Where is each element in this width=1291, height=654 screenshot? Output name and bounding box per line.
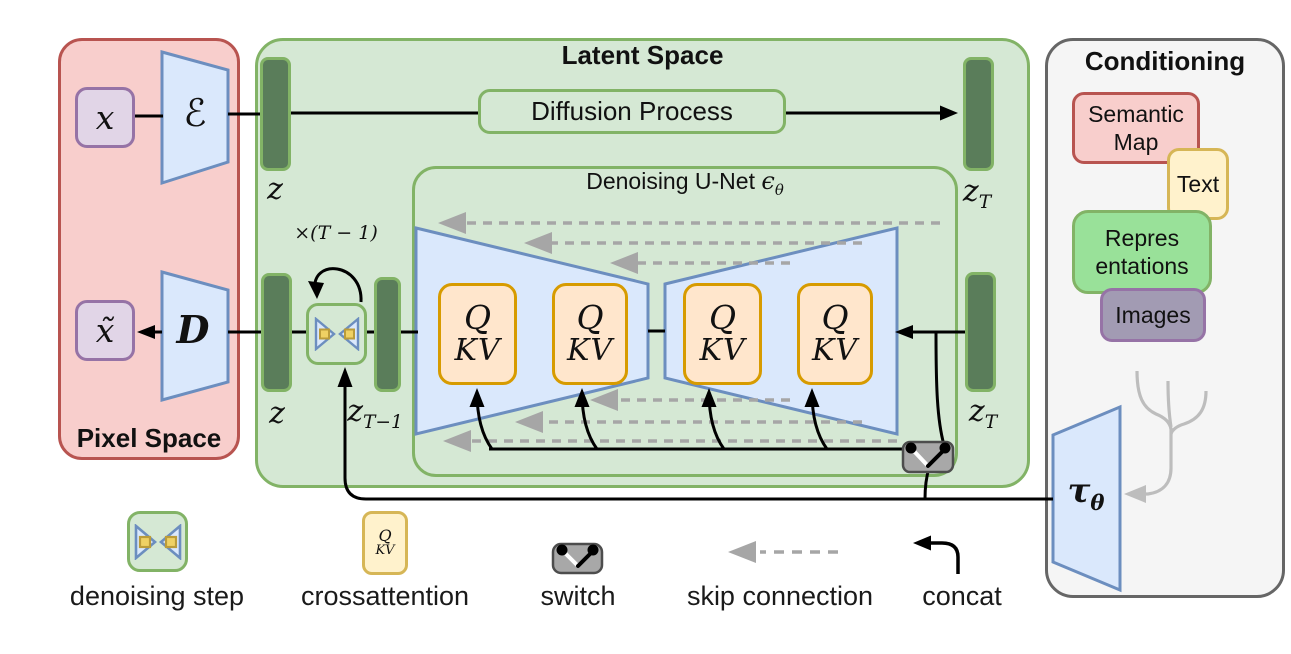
zT-bar-top — [963, 57, 994, 171]
zT-right-label: zT — [968, 394, 998, 433]
legend-switch-icon — [551, 542, 604, 575]
zT-top-label: zT — [962, 174, 992, 213]
decoder-label: D — [176, 307, 210, 352]
latent-space-title: Latent Space — [561, 40, 724, 70]
legend-denoising-step-label: denoising step — [69, 581, 245, 611]
kv-label: KV — [566, 333, 614, 368]
conditioning-title: Conditioning — [1084, 46, 1246, 76]
denoising-step-bowtie-icon — [314, 317, 359, 351]
x-tilde-label: x̃ — [95, 311, 115, 350]
legend-skip-connection-icon — [728, 541, 838, 563]
loop-count-label: ×(T − 1) — [294, 222, 378, 244]
conditioning-tag-text: Text — [1167, 148, 1229, 220]
legend-concat-label: concat — [922, 581, 1002, 611]
q-label: Q — [576, 298, 604, 337]
kv-label: KV — [699, 333, 746, 368]
q-label: Q — [463, 298, 492, 337]
z-bar-bottom — [261, 273, 292, 392]
z-top-label: z — [267, 172, 283, 207]
denoising-step-box — [306, 303, 367, 365]
legend-skip-connection-label: skip connection — [686, 581, 874, 611]
legend-crossattention-label: crossattention — [300, 581, 470, 611]
x-tilde-output-box: x̃ — [75, 300, 135, 361]
q-label: Q — [821, 298, 849, 337]
legend-crossattention-icon: Q KV — [362, 511, 408, 575]
kv-label: KV — [811, 333, 859, 368]
q-label: Q — [708, 298, 737, 337]
x-label: x — [95, 98, 115, 137]
legend-switch-label: switch — [540, 581, 616, 611]
diffusion-process-label: Diffusion Process — [531, 96, 733, 126]
diffusion-process-box: Diffusion Process — [478, 89, 786, 134]
zT-minus-1-label: zT−1 — [347, 394, 403, 433]
z-bottom-label: z — [269, 396, 285, 431]
cross-attention-block-3: Q KV — [683, 283, 762, 385]
zT-bar-right — [965, 272, 996, 392]
kv-label: KV — [375, 542, 395, 558]
z-bar-top — [260, 57, 291, 171]
q-label: Q — [378, 525, 392, 545]
cross-attention-block-2: Q KV — [552, 283, 628, 385]
denoising-unet-title: Denoising U-Net ϵθ — [586, 167, 784, 199]
tau-theta-label: τθ — [1067, 471, 1105, 515]
pixel-space-title: Pixel Space — [76, 423, 222, 453]
conditioning-tag-images: Images — [1100, 288, 1206, 342]
kv-label: KV — [454, 333, 501, 368]
cross-attention-block-1: Q KV — [438, 283, 517, 385]
legend-concat-icon — [913, 535, 960, 574]
epsilon-theta-label: ϵθ — [761, 167, 784, 199]
cross-attention-block-4: Q KV — [797, 283, 873, 385]
zT-minus-1-bar — [374, 277, 401, 392]
legend-bowtie-icon — [134, 523, 181, 560]
encoder-label: ℰ — [183, 91, 207, 135]
legend-denoising-step-icon — [127, 511, 188, 572]
x-input-box: x — [75, 87, 135, 148]
